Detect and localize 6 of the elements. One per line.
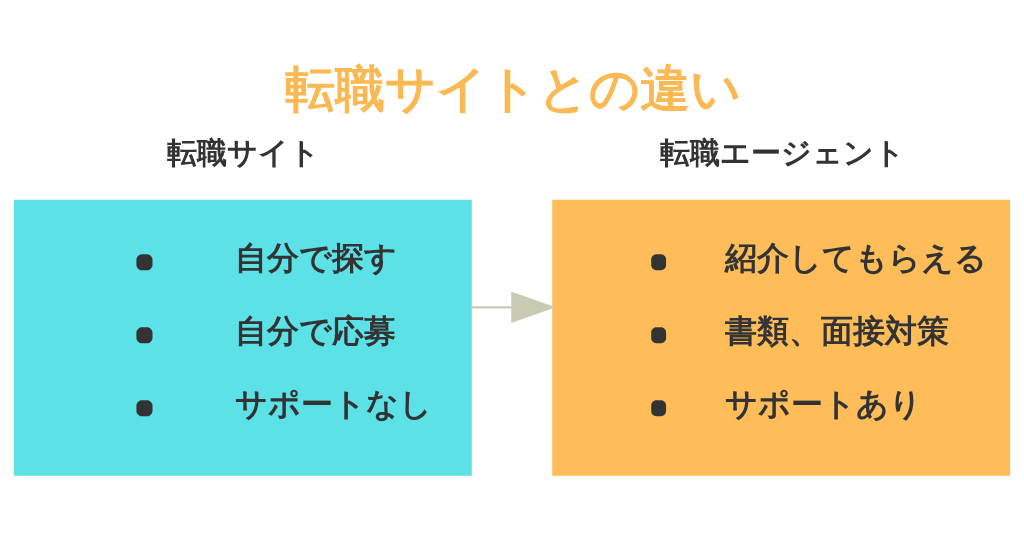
node-label: 転職エージェント (659, 134, 905, 170)
arrow (472, 291, 556, 323)
node-box: 紹介してもらえる 書類、面接対策 サポートあり (552, 199, 1011, 476)
node-box: 自分で探す 自分で応募 サポートなし (13, 199, 472, 476)
node-label: 転職サイト (166, 134, 320, 170)
diagram-title: 転職サイトとの違い (284, 59, 741, 118)
